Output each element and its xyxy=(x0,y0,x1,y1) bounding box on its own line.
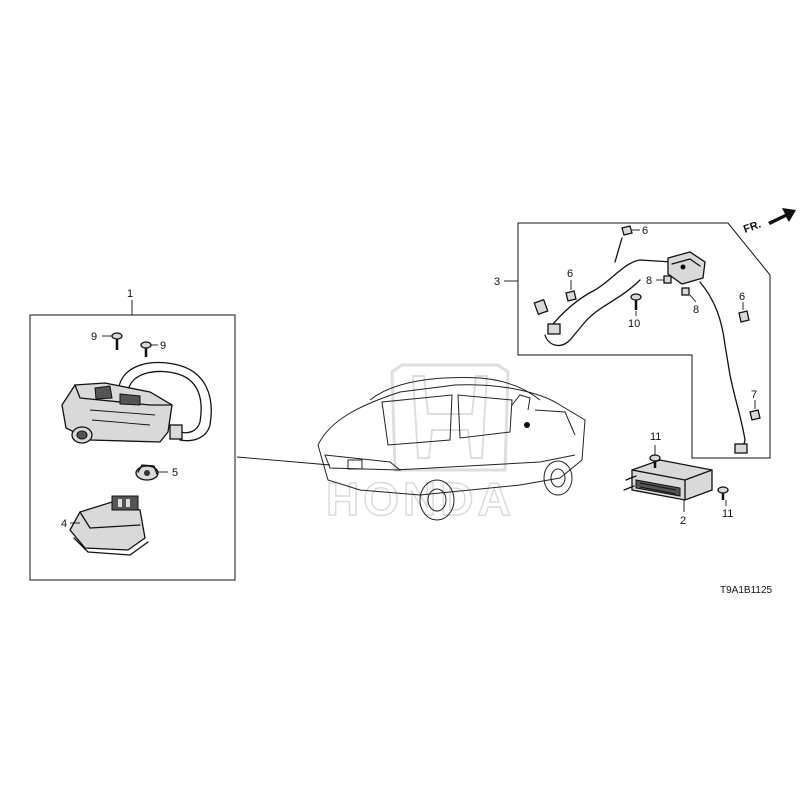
vehicle-outline xyxy=(317,377,586,521)
harness-bracket xyxy=(667,251,706,285)
callout-10: 10 xyxy=(628,318,640,330)
callout-1: 1 xyxy=(127,288,133,300)
trunk-switch-4 xyxy=(69,495,149,556)
callout-5: 5 xyxy=(172,467,178,479)
front-arrow-icon xyxy=(768,208,796,225)
clip-6-top xyxy=(621,225,633,236)
camera-assembly-group: 1 9 9 xyxy=(29,288,236,581)
callout-9-left: 9 xyxy=(91,331,97,343)
watermark-text: HONDA xyxy=(326,473,515,525)
callout-2: 2 xyxy=(680,515,686,527)
callout-6-left: 6 xyxy=(567,268,573,280)
callout-4: 4 xyxy=(61,518,67,530)
clip-6-left xyxy=(565,290,577,302)
front-direction-label: FR. xyxy=(742,218,763,235)
screw-9-right xyxy=(140,341,152,357)
callout-11-upper: 11 xyxy=(650,431,661,443)
callout-6-top: 6 xyxy=(642,225,648,237)
screw-9-left xyxy=(111,332,123,350)
callout-6-right: 6 xyxy=(739,291,745,303)
clip-6-right xyxy=(738,310,750,323)
callout-11-lower: 11 xyxy=(722,508,733,520)
callout-3: 3 xyxy=(494,276,500,288)
callout-9-right: 9 xyxy=(160,340,166,352)
screw-11-lower xyxy=(717,486,729,500)
callout-8-lower: 8 xyxy=(693,304,699,316)
bolt-10 xyxy=(630,293,642,310)
front-direction-indicator: FR. xyxy=(742,208,796,236)
callout-7: 7 xyxy=(751,389,757,401)
callout-8-upper: 8 xyxy=(646,275,652,287)
rear-camera-handle xyxy=(61,361,212,444)
clip-7 xyxy=(749,409,761,421)
wire-harness-group: 3 6 6 6 xyxy=(494,222,771,459)
diagram-reference-code: T9A1B1125 xyxy=(720,585,773,596)
clip-5 xyxy=(135,464,159,481)
camera-control-unit-2 xyxy=(623,459,713,501)
clip-8-upper xyxy=(663,275,672,284)
clip-8-lower xyxy=(681,287,690,296)
